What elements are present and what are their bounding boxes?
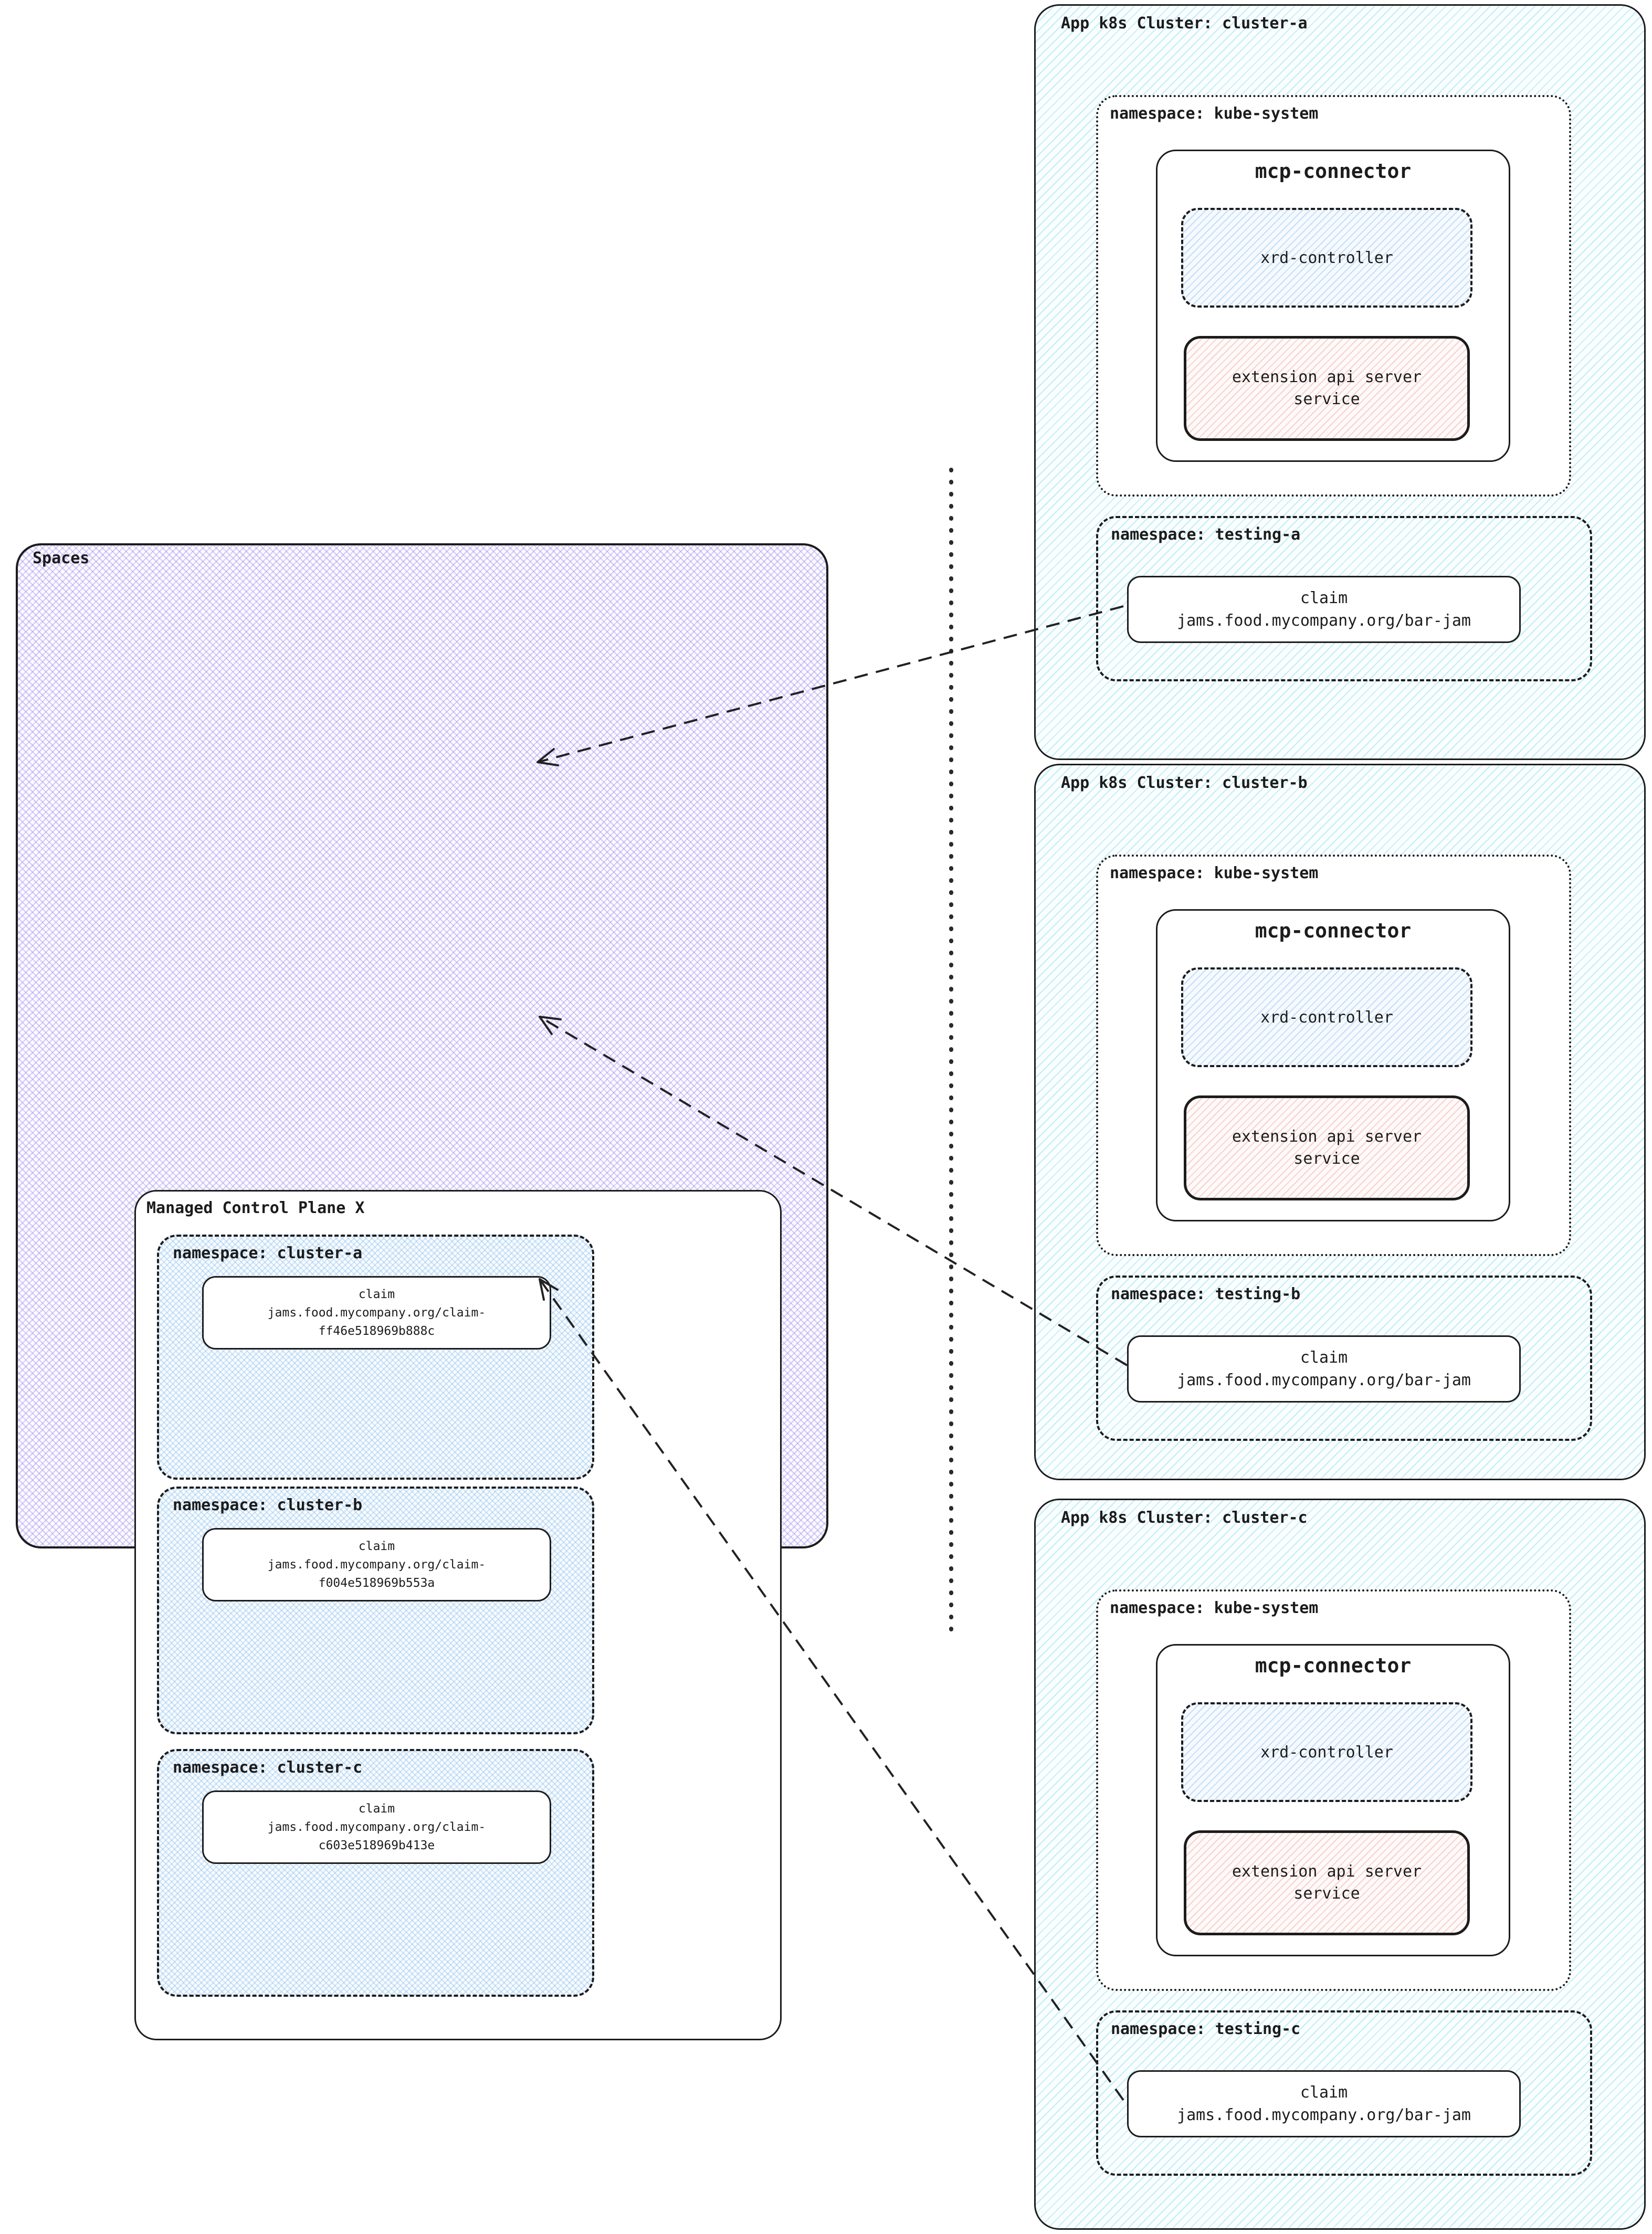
namespace-label: namespace: kube-system xyxy=(1110,1599,1319,1617)
claim-kind: claim xyxy=(358,1287,395,1301)
extension-api-line1: extension api server xyxy=(1232,1127,1422,1146)
extension-api-line1: extension api server xyxy=(1232,1862,1422,1881)
cluster-card-b: App k8s Cluster: cluster-b namespace: ku… xyxy=(1034,764,1646,1480)
extension-api-server-service: extension api server service xyxy=(1184,1830,1470,1935)
claim-path: jams.food.mycompany.org/claim- xyxy=(267,1557,486,1572)
claim-card: claim jams.food.mycompany.org/bar-jam xyxy=(1127,576,1521,643)
namespace-label: namespace: testing-b xyxy=(1111,1285,1301,1303)
namespace-cluster-b: namespace: cluster-b claim jams.food.myc… xyxy=(157,1487,594,1734)
claim-path: jams.food.mycompany.org/bar-jam xyxy=(1177,2106,1471,2124)
mcp-connector-label: mcp-connector xyxy=(1255,919,1412,942)
spaces-container: Managed Control Plane X namespace: clust… xyxy=(16,543,828,2040)
claim-hash: ff46e518969b888c xyxy=(318,1324,435,1338)
namespace-label: namespace: testing-a xyxy=(1111,525,1301,544)
xrd-controller: xrd-controller xyxy=(1181,208,1472,308)
kube-system-namespace: namespace: kube-system mcp-connector xrd… xyxy=(1096,855,1571,1256)
mcp-connector-label: mcp-connector xyxy=(1255,160,1412,183)
extension-api-line2: service xyxy=(1293,1884,1360,1903)
mcp-connector-label: mcp-connector xyxy=(1255,1654,1412,1677)
mcp-connector: mcp-connector xrd-controller extension a… xyxy=(1156,150,1510,462)
testing-namespace: namespace: testing-c claim jams.food.myc… xyxy=(1096,2010,1592,2176)
claim-card: claim jams.food.mycompany.org/claim- ff4… xyxy=(202,1276,551,1350)
spaces-label: Spaces xyxy=(33,549,90,567)
testing-namespace: namespace: testing-b claim jams.food.myc… xyxy=(1096,1276,1592,1441)
extension-api-line2: service xyxy=(1293,1150,1360,1168)
namespace-label: namespace: cluster-a xyxy=(173,1244,363,1262)
namespace-label: namespace: cluster-b xyxy=(173,1496,363,1514)
claim-kind: claim xyxy=(1300,589,1348,607)
claim-kind: claim xyxy=(1300,1348,1348,1367)
claim-card: claim jams.food.mycompany.org/claim- f00… xyxy=(202,1528,551,1601)
claim-hash: f004e518969b553a xyxy=(318,1576,435,1590)
extension-api-server-service: extension api server service xyxy=(1184,1095,1470,1200)
claim-kind: claim xyxy=(1300,2083,1348,2102)
xrd-controller: xrd-controller xyxy=(1181,967,1472,1067)
claim-card: claim jams.food.mycompany.org/bar-jam xyxy=(1127,1335,1521,1403)
namespace-cluster-c: namespace: cluster-c claim jams.food.myc… xyxy=(157,1749,594,1997)
claim-path: jams.food.mycompany.org/bar-jam xyxy=(1177,612,1471,630)
xrd-controller-label: xrd-controller xyxy=(1260,248,1393,267)
namespace-label: namespace: cluster-c xyxy=(173,1758,363,1777)
cluster-card-c: App k8s Cluster: cluster-c namespace: ku… xyxy=(1034,1499,1646,2230)
namespace-label: namespace: kube-system xyxy=(1110,864,1319,882)
claim-path: jams.food.mycompany.org/bar-jam xyxy=(1177,1371,1471,1389)
cluster-title: App k8s Cluster: cluster-a xyxy=(1061,14,1308,33)
claim-hash: c603e518969b413e xyxy=(318,1838,435,1852)
cluster-title: App k8s Cluster: cluster-b xyxy=(1061,774,1308,792)
xrd-controller-label: xrd-controller xyxy=(1260,1743,1393,1762)
managed-control-plane-label: Managed Control Plane X xyxy=(146,1199,365,1217)
extension-api-server-service: extension api server service xyxy=(1184,336,1470,441)
managed-control-plane: Managed Control Plane X namespace: clust… xyxy=(134,1190,782,2040)
testing-namespace: namespace: testing-a claim jams.food.myc… xyxy=(1096,516,1592,681)
namespace-label: namespace: kube-system xyxy=(1110,104,1319,123)
extension-api-line1: extension api server xyxy=(1232,368,1422,386)
xrd-controller-label: xrd-controller xyxy=(1260,1008,1393,1027)
claim-kind: claim xyxy=(358,1539,395,1553)
claim-card: claim jams.food.mycompany.org/bar-jam xyxy=(1127,2070,1521,2137)
claim-path: jams.food.mycompany.org/claim- xyxy=(267,1820,486,1834)
kube-system-namespace: namespace: kube-system mcp-connector xrd… xyxy=(1096,95,1571,497)
claim-card: claim jams.food.mycompany.org/claim- c60… xyxy=(202,1790,551,1864)
mcp-connector: mcp-connector xrd-controller extension a… xyxy=(1156,1644,1510,1956)
claim-path: jams.food.mycompany.org/claim- xyxy=(267,1305,486,1320)
namespace-label: namespace: testing-c xyxy=(1111,2020,1301,2038)
claim-kind: claim xyxy=(358,1801,395,1816)
namespace-cluster-a: namespace: cluster-a claim jams.food.myc… xyxy=(157,1235,594,1480)
mcp-connector: mcp-connector xrd-controller extension a… xyxy=(1156,909,1510,1221)
cluster-card-a: App k8s Cluster: cluster-a namespace: ku… xyxy=(1034,4,1646,760)
kube-system-namespace: namespace: kube-system mcp-connector xrd… xyxy=(1096,1589,1571,1991)
xrd-controller: xrd-controller xyxy=(1181,1702,1472,1802)
cluster-title: App k8s Cluster: cluster-c xyxy=(1061,1509,1308,1527)
extension-api-line2: service xyxy=(1293,390,1360,408)
